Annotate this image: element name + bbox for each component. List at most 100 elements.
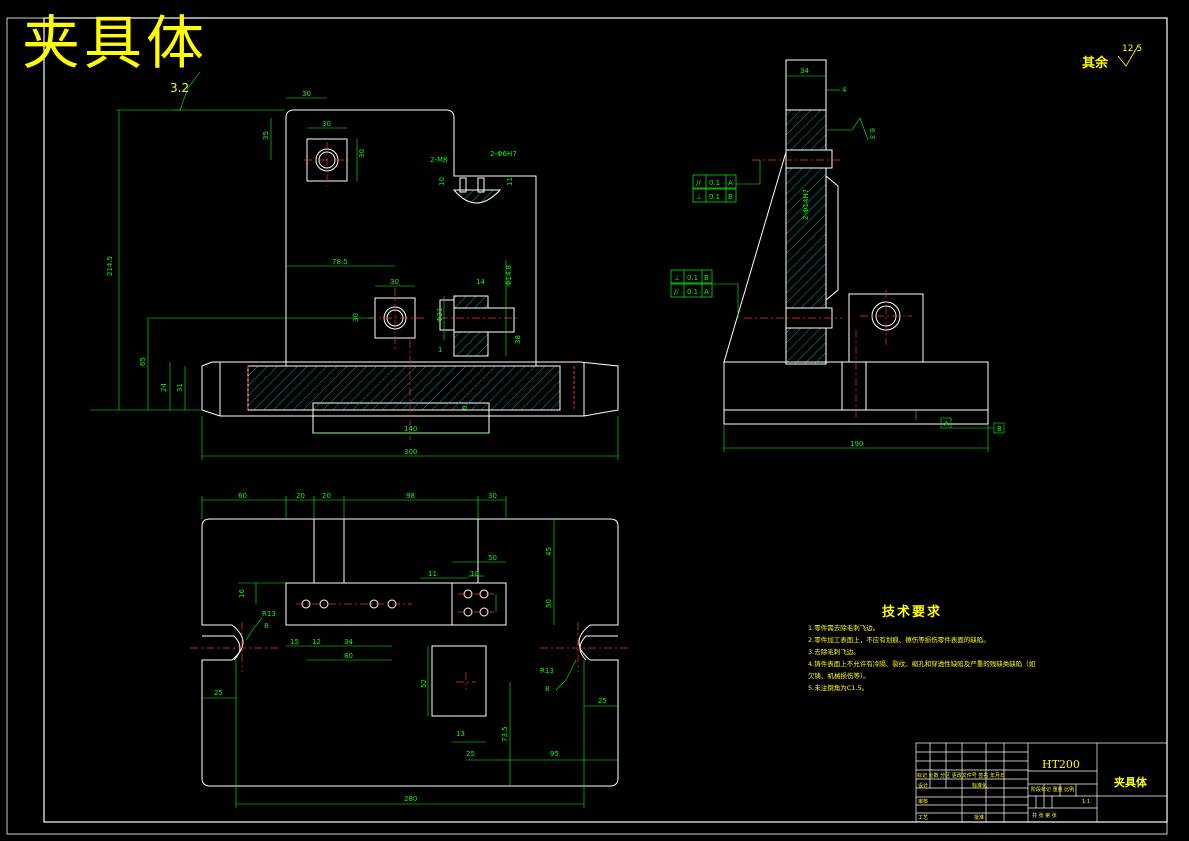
datum-a: A	[944, 420, 949, 428]
dim-10: 10	[438, 177, 446, 186]
dim-30: 30	[488, 492, 497, 500]
dim-38: 38	[514, 335, 522, 344]
top-view	[201, 518, 619, 787]
tol-3-value: 0.1	[687, 274, 698, 282]
dim-78-5: 78.5	[332, 258, 348, 266]
dim-140: 140	[404, 425, 417, 433]
drawing-title: 夹具体	[22, 9, 209, 77]
dim-13: 13	[456, 730, 465, 738]
title-block-part-name: 夹具体	[1114, 776, 1147, 789]
dim-45: 45	[545, 547, 553, 556]
title-block-row-header: 标记 处数 分区 更改文件号 签名 年月日	[917, 773, 1005, 779]
title-block	[915, 742, 1168, 823]
tol-3-symbol: ⊥	[674, 274, 680, 282]
tol-4-symbol: //	[674, 288, 679, 296]
dim-31: 31	[176, 383, 184, 392]
tol-3-datum: B	[704, 274, 709, 282]
roughness-3-2: 3.2	[170, 81, 189, 95]
dim-30-b: 30	[358, 149, 366, 158]
tech-req-item: 3.去除毛刺飞边。	[808, 648, 860, 656]
dim-65: 65	[139, 357, 147, 366]
dim-280: 280	[404, 795, 417, 803]
dim-300: 300	[404, 448, 417, 456]
tol-1-symbol: //	[696, 179, 701, 187]
dim-50-a: 50	[488, 554, 497, 562]
dim-35: 35	[262, 131, 270, 140]
dim-25-a: 25	[214, 689, 223, 697]
tol-2-datum: B	[728, 193, 733, 201]
roughness-symbol	[1117, 45, 1139, 67]
roughness-6-3: 6.3	[868, 128, 876, 139]
dim-25-c: 25	[466, 750, 475, 758]
roughness-rest-value: 12.5	[1122, 44, 1143, 54]
dim-214-5: 214.5	[106, 256, 114, 276]
tolerance-frames	[670, 174, 737, 298]
dim-0: 0	[461, 406, 469, 410]
tech-req-item: 2.零件加工表面上，不应有划痕、擦伤等损伤零件表面的缺陷。	[808, 636, 990, 644]
dim-24: 24	[160, 383, 168, 392]
dim-r13-a: R13	[262, 610, 276, 618]
tol-4-datum: A	[704, 288, 709, 296]
side-view-dim-text: 34 4 6.3 2-Φ14H7 190 A B // 0.1 A ⊥ 0.1 …	[674, 67, 1002, 448]
tol-2-symbol: ⊥	[696, 193, 702, 201]
dim-30-d: 30	[352, 313, 360, 322]
dim-34: 34	[800, 67, 809, 75]
dim-52: 52	[420, 679, 428, 688]
dim-r13-b: R13	[540, 667, 554, 675]
top-view-dim-text: 60 20 20 98 30 45 50 50 11 10 16 15 12 3…	[214, 492, 607, 803]
tech-req-item: 1.零件需去除毛刺飞边。	[808, 624, 880, 632]
dim-8-b: 8	[545, 685, 549, 693]
dim-11: 11	[506, 177, 514, 186]
dim-12: 12	[312, 638, 321, 646]
tol-1-datum: A	[728, 179, 733, 187]
dim-34: 34	[344, 638, 353, 646]
title-block-stage-label: 阶段标记 重量 比例	[1031, 787, 1075, 793]
dim-190: 190	[850, 440, 863, 448]
dim-2-m8: 2-M8	[430, 156, 447, 164]
side-view-centerlines	[744, 159, 912, 420]
tol-4-value: 0.1	[687, 288, 698, 296]
front-view-dimlines	[90, 71, 619, 460]
dim-20-b: 20	[322, 492, 331, 500]
dim-14: 14	[476, 278, 485, 286]
dim-80: 80	[344, 652, 353, 660]
dim-phi21: Φ21	[436, 308, 444, 322]
dim-30-a: 30	[322, 120, 331, 128]
dim-95: 95	[550, 750, 559, 758]
dim-60: 60	[238, 492, 247, 500]
tol-2-value: 0.1	[709, 193, 720, 201]
dim-16: 16	[238, 589, 246, 598]
title-block-scale: 1:1	[1082, 799, 1091, 805]
top-view-dimlines	[201, 496, 618, 808]
dim-50-b: 50	[545, 599, 553, 608]
side-view	[723, 59, 989, 425]
title-block-sheet: 共 张 第 张	[1032, 813, 1057, 819]
title-block-design: 设计	[918, 783, 929, 789]
front-view-dim-text: 30 30 35 30 2-M8 2-Φ6H7 10 11 214.5 78.5…	[106, 81, 522, 456]
title-block-process: 工艺	[918, 815, 929, 821]
dim-2-phi6h7: 2-Φ6H7	[490, 150, 517, 158]
dim-4: 4	[842, 86, 847, 94]
dim-10: 10	[470, 570, 479, 578]
side-view-dimlines	[712, 75, 1005, 452]
dim-11: 11	[428, 570, 437, 578]
dim-30-top: 30	[302, 90, 311, 98]
dim-8-a: 8	[264, 622, 268, 630]
dim-73-5: 73.5	[501, 726, 509, 742]
title-block-review: 审核	[918, 799, 929, 805]
title-block-standard: 标准化	[972, 783, 988, 789]
tech-req-item: 4.铸件表面上不允许有冷隔、裂纹、缩孔和穿透性缺陷及严重的残缺类缺陷（如	[808, 660, 1036, 668]
dim-98: 98	[406, 492, 415, 500]
dim-20-a: 20	[296, 492, 305, 500]
tech-req-item: 5.未注倒角为C1.5。	[808, 684, 869, 692]
dim-15: 15	[290, 638, 299, 646]
dim-30-c: 30	[390, 278, 399, 286]
tech-requirements-title: 技术要求	[882, 605, 943, 620]
front-view-centerlines	[304, 142, 520, 440]
tech-requirements-list: 1.零件需去除毛刺飞边。 2.零件加工表面上，不应有划痕、擦伤等损伤零件表面的缺…	[808, 622, 1038, 694]
dim-1: 1	[438, 346, 442, 354]
roughness-rest-label: 其余	[1082, 56, 1109, 71]
inner-border	[43, 17, 1168, 823]
dim-2-phi14: 2-Φ14H7	[802, 189, 810, 220]
